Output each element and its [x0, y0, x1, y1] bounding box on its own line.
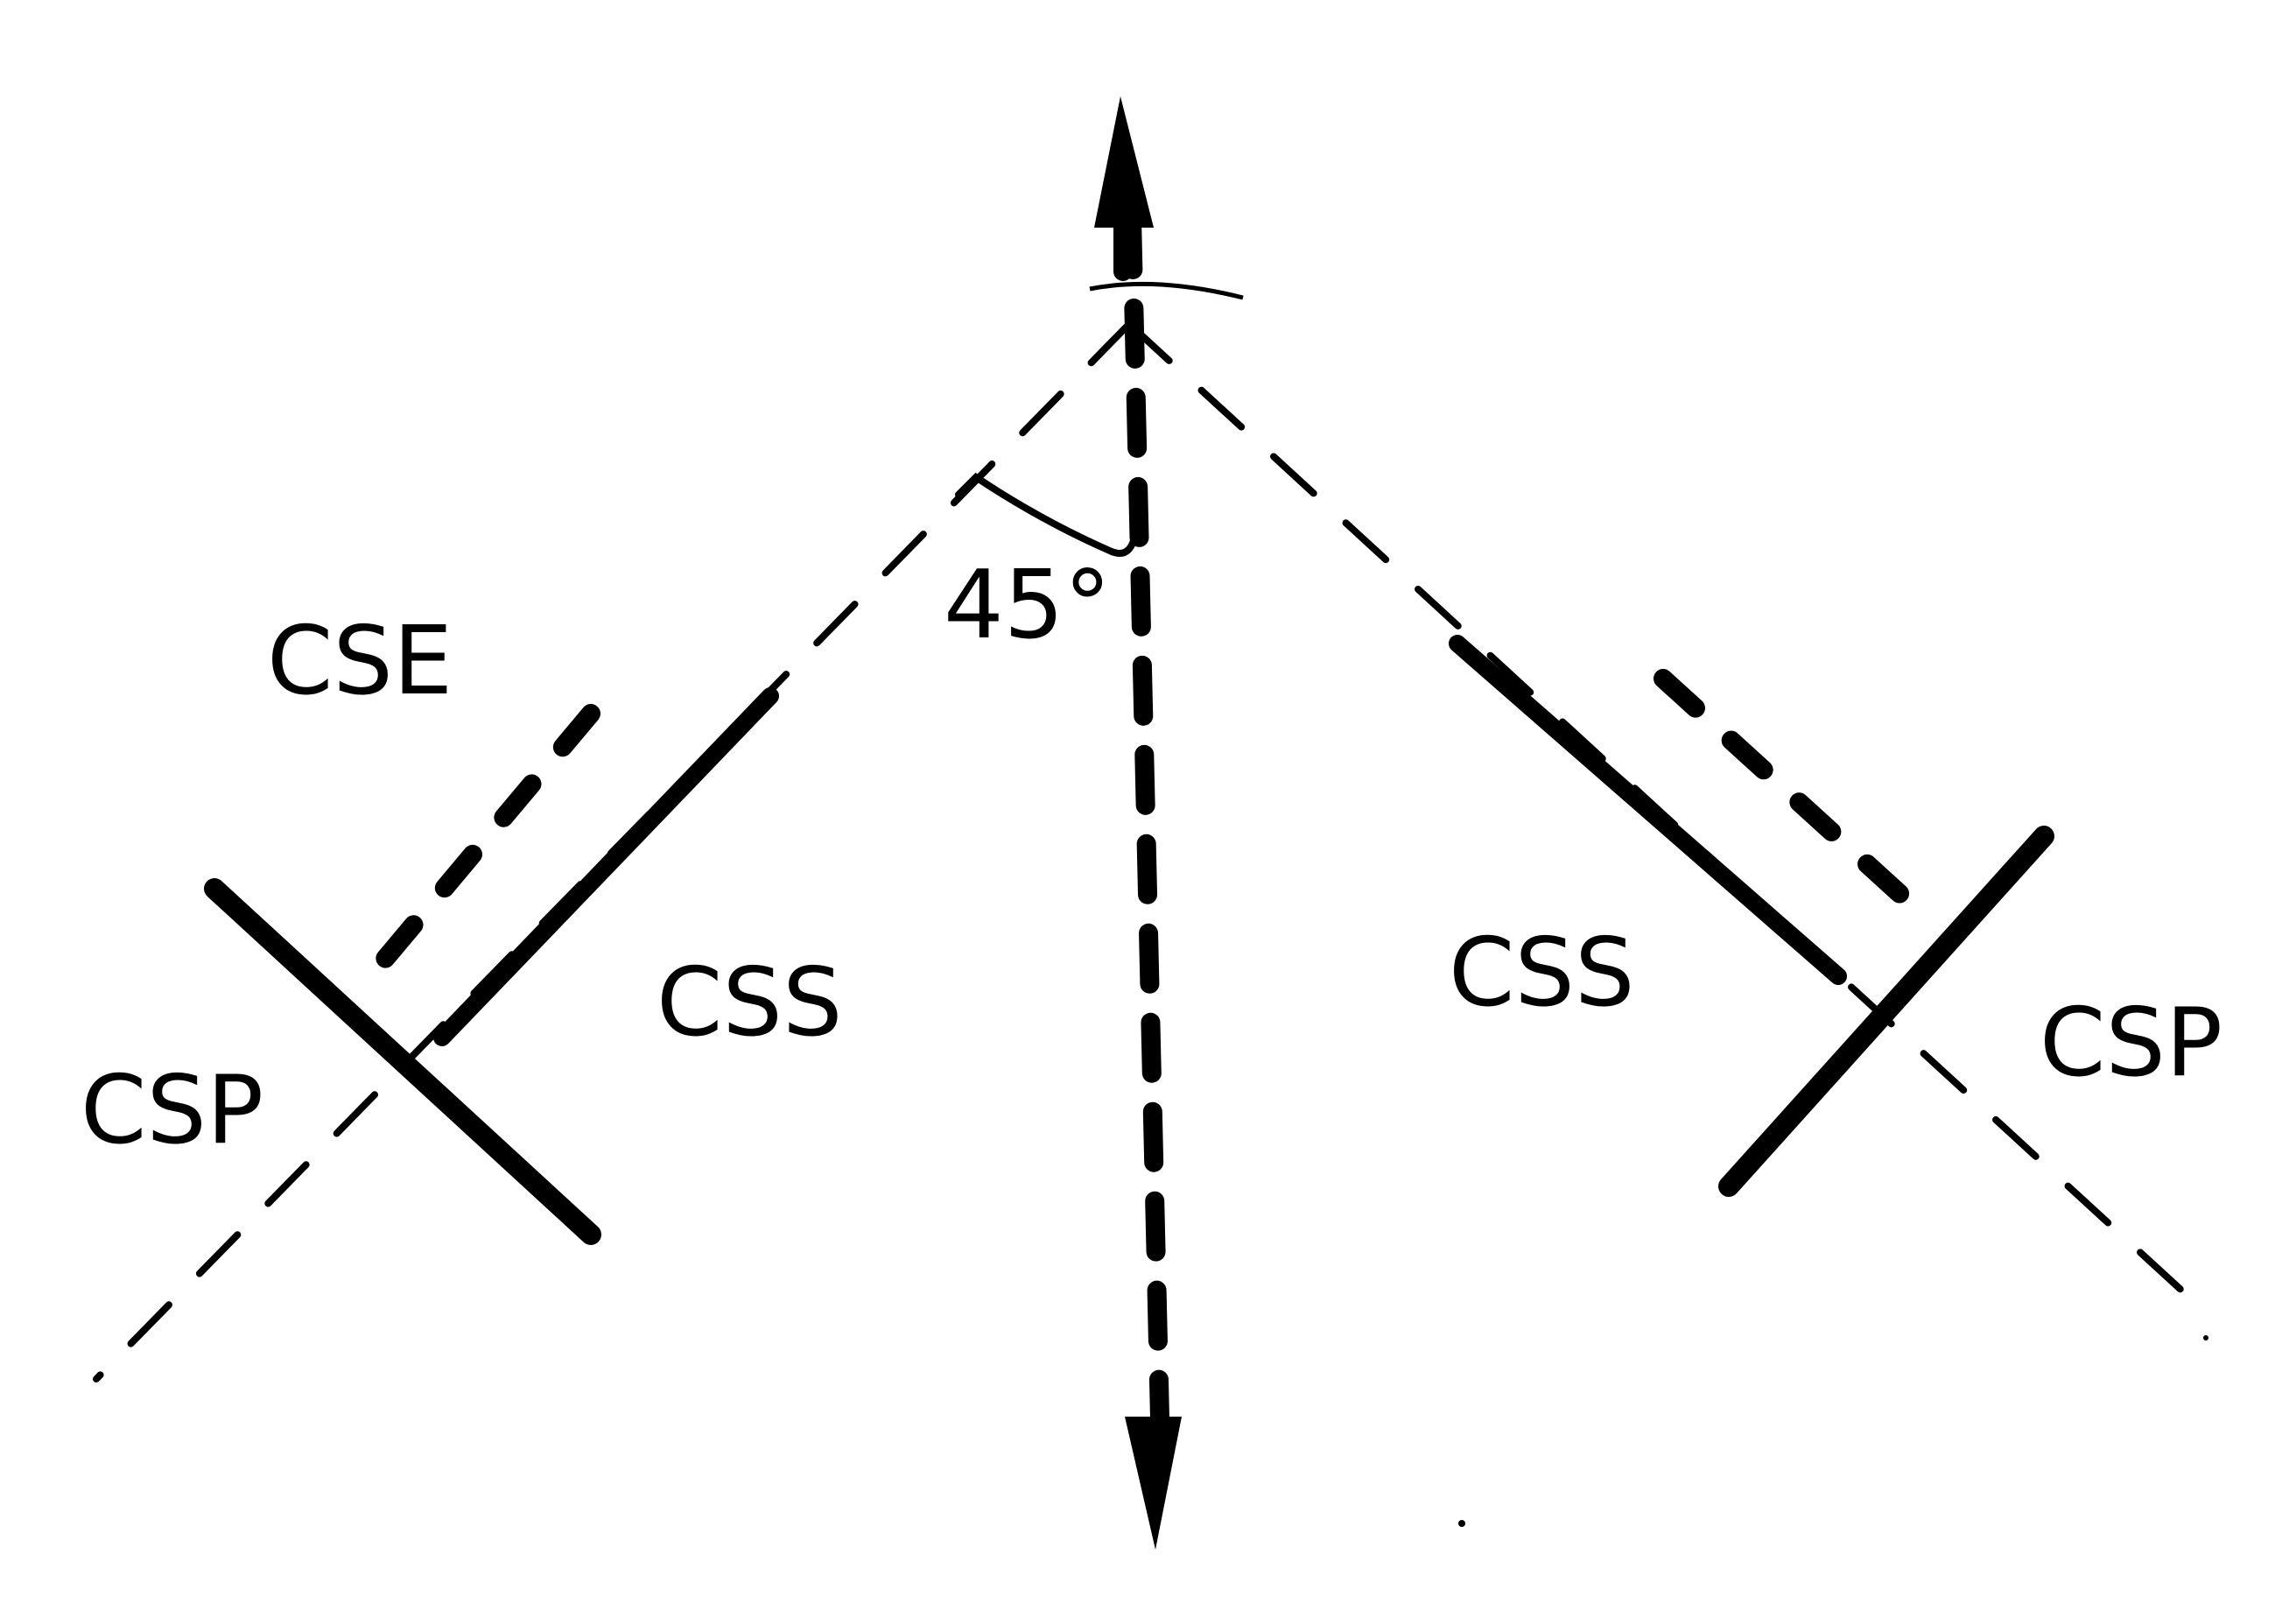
vertical-axis-line: [1122, 209, 1169, 1428]
stray-dot-1: [1458, 1520, 1465, 1527]
stray-dot-2: [2203, 1335, 2208, 1340]
left-thick-beam-css: [433, 687, 779, 1046]
right-dashed-beam: [1654, 669, 1913, 907]
vertical-axis: [1094, 96, 1182, 1550]
right-thick-beam-css: [1449, 635, 1847, 985]
right-assembly: [1449, 635, 2054, 1197]
arrowhead-up: [1094, 96, 1154, 228]
left-thick-beam-csp: [204, 878, 601, 1245]
left-dashed-beam-cse: [376, 704, 600, 968]
label-csp-right: CSP: [2040, 988, 2222, 1098]
label-csp-left: CSP: [81, 1056, 263, 1165]
arrowhead-down: [1125, 1417, 1182, 1550]
label-css-right: CSS: [1449, 918, 1635, 1028]
label-angle: 45°: [944, 551, 1111, 660]
right-thick-beam-csp: [1718, 826, 2054, 1197]
label-cse: CSE: [267, 607, 453, 716]
left-assembly: [204, 687, 779, 1245]
angle-arc: [955, 472, 1140, 557]
label-css-left: CSS: [657, 948, 843, 1058]
top-arc-mark: [1089, 281, 1244, 300]
